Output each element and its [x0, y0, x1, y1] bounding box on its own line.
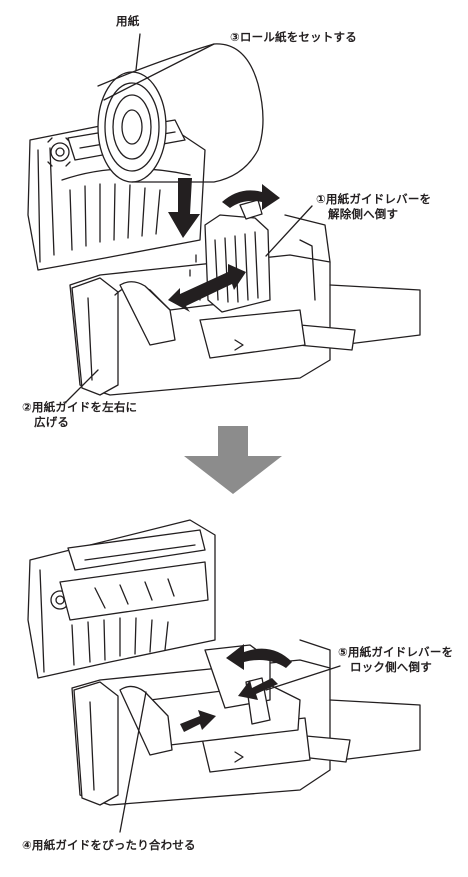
label-step1-line1: ①用紙ガイドレバーを: [316, 192, 432, 206]
leader-step4: [119, 691, 147, 833]
label-paper: 用紙: [116, 14, 140, 28]
leader-step5: [265, 665, 341, 691]
label-step5-line2: ロック側へ倒す: [350, 660, 432, 674]
leader-step2: [65, 369, 99, 403]
label-step2-line2: 広げる: [34, 415, 70, 429]
bottom-arrows: [180, 644, 292, 732]
label-step3-set-roll-paper: ③ロール紙をセットする: [230, 30, 357, 44]
step-down-arrow-icon: [184, 426, 282, 494]
label-step1-release-lever: ①用紙ガイドレバーを 解除側へ倒す: [316, 192, 431, 222]
label-step5-line1: ⑤用紙ガイドレバーを: [338, 645, 454, 659]
label-step1-line2: 解除側へ倒す: [328, 207, 399, 221]
top-printer-illustration: [27, 33, 421, 403]
label-step2-line1: ②用紙ガイドを左右に: [22, 400, 138, 414]
label-step5-lock-lever: ⑤用紙ガイドレバーを ロック側へ倒す: [338, 645, 453, 675]
top-arrows: [168, 178, 280, 312]
leader-step1: [265, 205, 313, 257]
label-step2-spread-guides: ②用紙ガイドを左右に 広げる: [22, 400, 137, 430]
bottom-printer-illustration: [27, 519, 421, 833]
label-step4-fit-guides: ④用紙ガイドをぴったり合わせる: [22, 838, 196, 852]
leader-paper: [135, 33, 141, 71]
